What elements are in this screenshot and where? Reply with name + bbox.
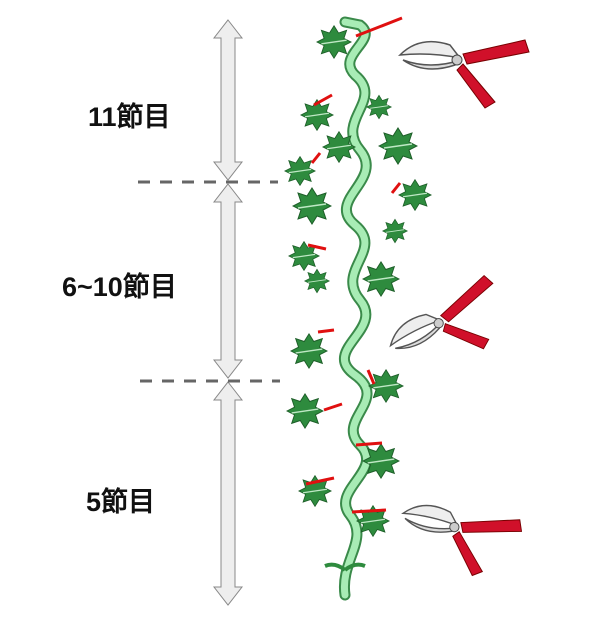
cut-marks	[305, 16, 403, 514]
label-6-10th-node: 6~10節目	[62, 272, 177, 302]
label-5th-node: 5節目	[86, 487, 156, 517]
arrow-bottom	[212, 381, 244, 606]
arrow-top	[212, 19, 244, 181]
pruning-shears-bottom-icon	[393, 498, 525, 584]
pruning-shears-middle-icon	[382, 273, 520, 390]
arrow-middle	[212, 183, 244, 379]
vine	[324, 16, 373, 601]
pruning-shears-top-icon	[399, 39, 530, 109]
label-11th-node: 11節目	[88, 102, 171, 132]
section-arrows	[212, 19, 244, 606]
